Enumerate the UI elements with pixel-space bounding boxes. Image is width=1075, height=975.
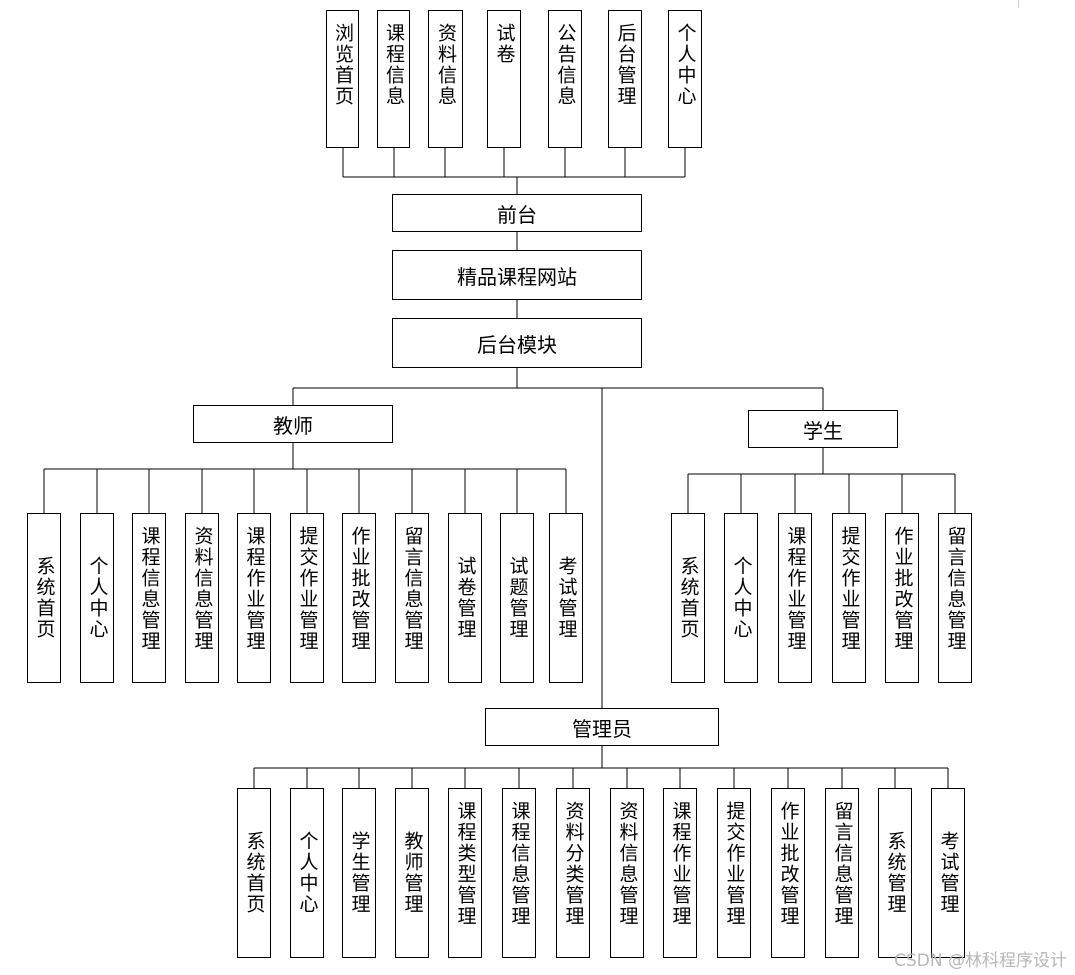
admin-module-label: 教师管理 [401,831,424,915]
admin-module-system-home: 系统首页 [237,788,271,958]
admin-module-student-mgmt: 学生管理 [342,788,376,958]
front-module-course-info: 课程信息 [377,10,410,148]
page-edge-mark [1018,0,1019,8]
backend-module-box: 后台模块 [392,318,642,368]
teacher-role-label: 教师 [273,413,313,438]
front-module-browse-home: 浏览首页 [326,10,359,148]
front-module-label: 公告信息 [554,23,577,107]
admin-module-label: 资料分类管理 [562,801,585,927]
admin-module-label: 学生管理 [348,831,371,915]
admin-module-label: 提交作业管理 [723,801,746,927]
admin-module-label: 课程信息管理 [508,801,531,927]
site-name-label: 精品课程网站 [457,264,577,289]
teacher-module-course-homework-mgmt: 课程作业管理 [237,513,271,683]
backend-module-label: 后台模块 [477,332,557,357]
teacher-module-course-info-mgmt: 课程信息管理 [132,513,166,683]
front-module-material-info: 资料信息 [428,10,463,148]
admin-module-label: 作业批改管理 [777,801,800,927]
teacher-module-label: 资料信息管理 [191,526,214,652]
admin-role-label: 管理员 [572,716,632,741]
front-module-backend-admin: 后台管理 [608,10,642,148]
front-end-label: 前台 [497,202,537,227]
admin-module-course-homework-mgmt: 课程作业管理 [663,788,697,958]
student-module-label: 作业批改管理 [891,526,914,652]
teacher-module-label: 留言信息管理 [401,526,424,652]
student-module-label: 留言信息管理 [944,526,967,652]
student-role-box: 学生 [748,410,898,448]
teacher-module-submit-homework-mgmt: 提交作业管理 [290,513,324,683]
teacher-module-material-info-mgmt: 资料信息管理 [185,513,219,683]
student-module-grading-mgmt: 作业批改管理 [885,513,919,683]
front-module-label: 资料信息 [435,23,457,107]
admin-module-label: 系统首页 [243,831,266,915]
student-module-label: 个人中心 [730,556,753,640]
admin-module-label: 个人中心 [296,831,319,915]
student-role-label: 学生 [803,418,843,443]
admin-module-course-type-mgmt: 课程类型管理 [448,788,482,958]
teacher-module-label: 作业批改管理 [348,526,371,652]
admin-module-grading-mgmt: 作业批改管理 [771,788,805,958]
admin-module-submit-homework-mgmt: 提交作业管理 [717,788,751,958]
student-module-message-mgmt: 留言信息管理 [938,513,972,683]
site-name-box: 精品课程网站 [392,250,642,300]
teacher-module-personal-center: 个人中心 [80,513,114,683]
watermark-text: CSDN @林科程序设计 [894,951,1067,971]
admin-module-course-info-mgmt: 课程信息管理 [502,788,536,958]
admin-module-teacher-mgmt: 教师管理 [395,788,429,958]
teacher-module-system-home: 系统首页 [27,513,61,683]
admin-module-label: 留言信息管理 [831,801,854,927]
admin-role-box: 管理员 [485,708,719,746]
teacher-module-grading-mgmt: 作业批改管理 [342,513,376,683]
admin-module-label: 考试管理 [937,831,960,915]
front-module-exam-paper: 试卷 [487,10,521,148]
student-module-label: 课程作业管理 [784,526,807,652]
teacher-module-label: 系统首页 [33,556,56,640]
admin-module-label: 资料信息管理 [616,801,639,927]
admin-module-material-info-mgmt: 资料信息管理 [610,788,644,958]
teacher-module-label: 试题管理 [506,556,529,640]
front-module-label: 课程信息 [383,23,405,107]
teacher-module-message-mgmt: 留言信息管理 [395,513,429,683]
teacher-module-label: 个人中心 [86,556,109,640]
front-module-notice-info: 公告信息 [548,10,582,148]
admin-module-label: 课程类型管理 [454,801,477,927]
teacher-module-label: 提交作业管理 [296,526,319,652]
teacher-module-exam-paper-mgmt: 试卷管理 [448,513,482,683]
admin-module-message-mgmt: 留言信息管理 [825,788,859,958]
admin-module-label: 课程作业管理 [669,801,692,927]
admin-module-personal-center: 个人中心 [290,788,324,958]
student-module-personal-center: 个人中心 [724,513,758,683]
front-module-personal-center: 个人中心 [668,10,702,148]
student-module-label: 提交作业管理 [838,526,861,652]
teacher-module-question-mgmt: 试题管理 [500,513,534,683]
teacher-module-exam-mgmt: 考试管理 [549,513,583,683]
teacher-module-label: 试卷管理 [454,556,477,640]
teacher-module-label: 课程信息管理 [138,526,161,652]
student-module-system-home: 系统首页 [671,513,705,683]
admin-module-label: 系统管理 [884,831,907,915]
admin-module-exam-mgmt: 考试管理 [931,788,965,958]
front-module-label: 后台管理 [614,23,637,107]
student-module-label: 系统首页 [677,556,700,640]
front-module-label: 个人中心 [674,23,697,107]
teacher-role-box: 教师 [193,405,393,443]
student-module-submit-homework-mgmt: 提交作业管理 [832,513,866,683]
admin-module-material-category-mgmt: 资料分类管理 [556,788,590,958]
front-module-label: 浏览首页 [332,23,354,107]
front-end-box: 前台 [392,194,642,232]
student-module-course-homework-mgmt: 课程作业管理 [778,513,812,683]
teacher-module-label: 课程作业管理 [243,526,266,652]
teacher-module-label: 考试管理 [555,556,578,640]
front-module-label: 试卷 [493,23,516,65]
admin-module-system-mgmt: 系统管理 [878,788,912,958]
